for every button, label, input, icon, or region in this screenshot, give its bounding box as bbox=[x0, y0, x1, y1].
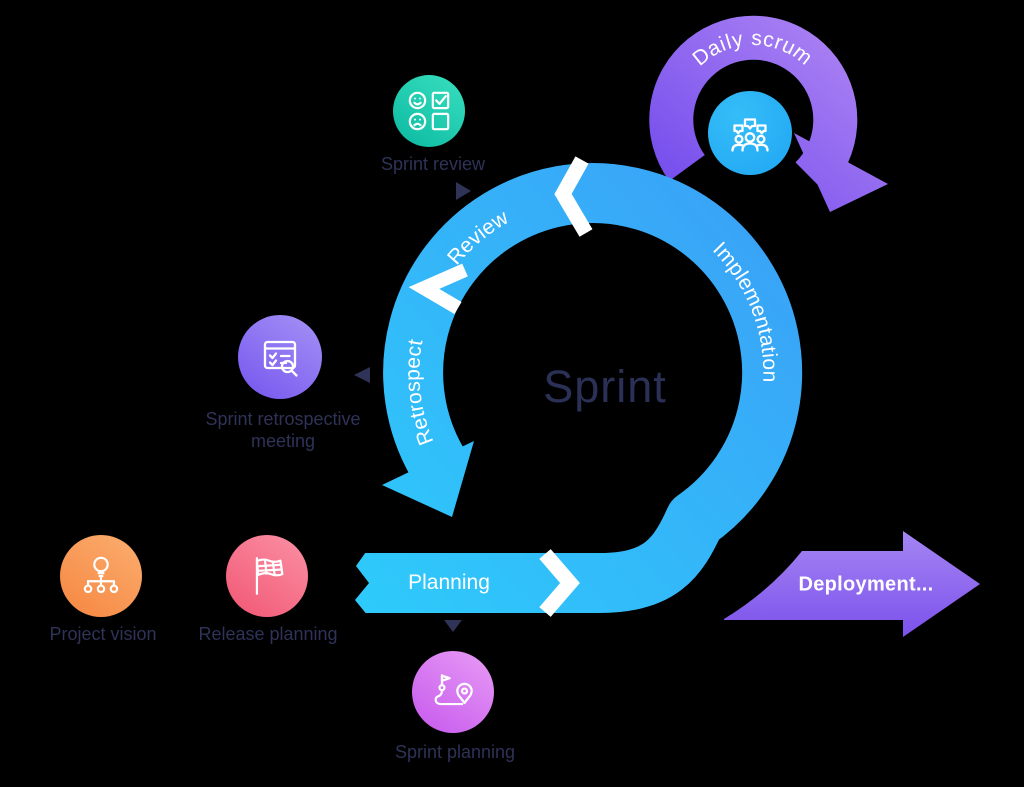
sprint-planning-label: Sprint planning bbox=[394, 742, 516, 762]
chevron-break-left bbox=[408, 263, 468, 315]
daily-scrum-node bbox=[708, 91, 792, 175]
checkered-flag-icon bbox=[244, 553, 290, 599]
sprint-planning-node bbox=[412, 651, 494, 733]
segment-label-planning: Planning bbox=[408, 571, 490, 594]
pointer-triangle-planning bbox=[444, 620, 462, 632]
planning-band-torn-edge bbox=[351, 549, 369, 616]
sprint-review-node bbox=[393, 75, 465, 147]
sprint-retrospective-label-line1: Sprint retrospective bbox=[205, 409, 361, 429]
route-pin-icon bbox=[430, 669, 476, 715]
sprint-review-label: Sprint review bbox=[380, 154, 486, 174]
deployment-label: Deployment... bbox=[798, 573, 934, 596]
team-speech-bubbles-icon bbox=[726, 109, 774, 157]
release-planning-node bbox=[226, 535, 308, 617]
idea-tree-icon bbox=[78, 553, 124, 599]
chevron-break-planning bbox=[539, 549, 580, 617]
sprint-retrospective-label: Sprint retrospective meeting bbox=[205, 408, 360, 452]
daily-scrum-ring bbox=[649, 15, 858, 194]
faces-checklist-icon bbox=[406, 88, 452, 134]
release-planning-label: Release planning bbox=[198, 624, 338, 644]
document-magnifier-icon bbox=[256, 333, 304, 381]
project-vision-node bbox=[60, 535, 142, 617]
sprint-loop-ribbon bbox=[354, 163, 803, 613]
pointer-triangle-review bbox=[456, 182, 471, 200]
deployment-arrow bbox=[724, 531, 980, 637]
daily-scrum-arrowhead bbox=[794, 133, 888, 212]
project-vision-label: Project vision bbox=[49, 624, 157, 644]
sprint-center-label: Sprint bbox=[543, 361, 667, 412]
chevron-break-top bbox=[554, 156, 593, 237]
sprint-retrospective-label-line2: meeting bbox=[250, 431, 316, 451]
sprint-loop-arrowhead bbox=[382, 441, 474, 517]
pointer-triangle-retrospective bbox=[354, 367, 370, 383]
sprint-retrospective-node bbox=[238, 315, 322, 399]
